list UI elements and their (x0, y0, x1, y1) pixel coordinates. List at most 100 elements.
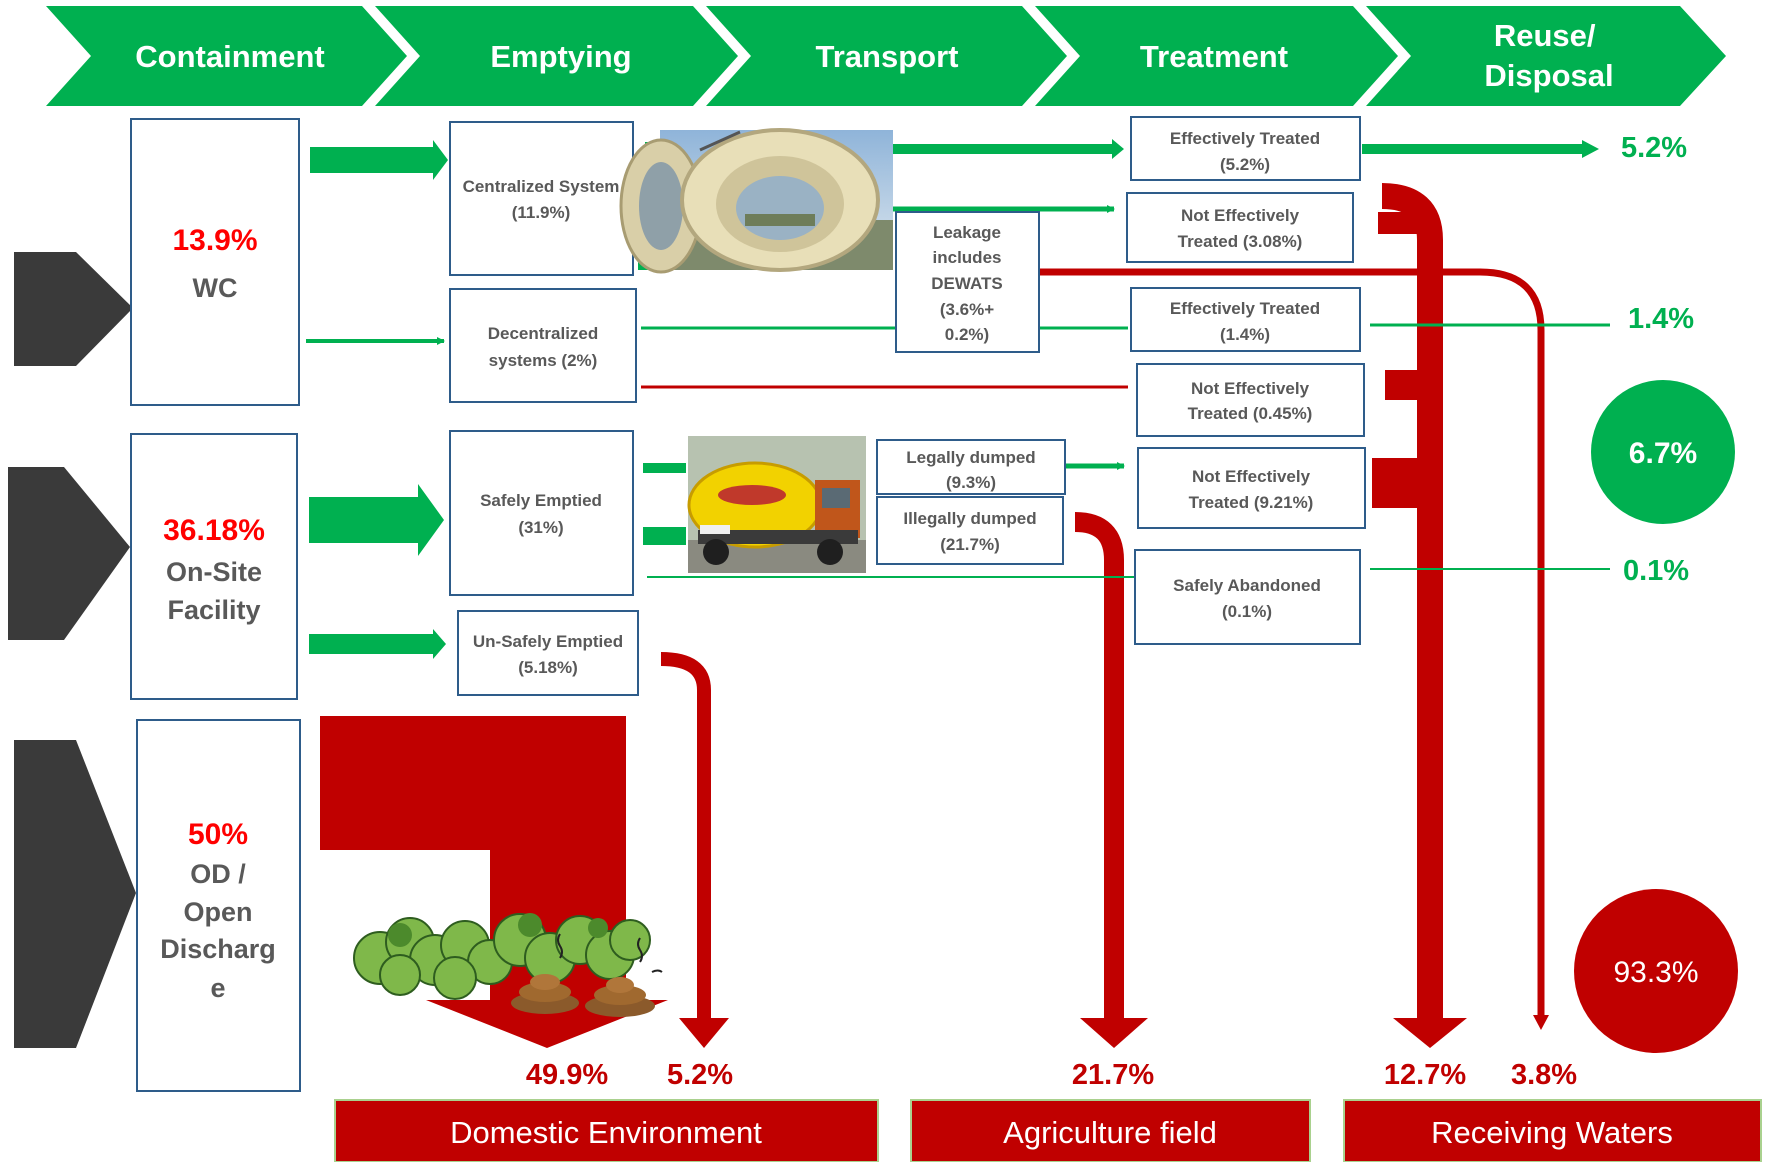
transport-leakage-box: Leakage includes DEWATS (3.6%+ 0.2%) (895, 211, 1040, 353)
leakage-label-line5: 0.2%) (945, 325, 989, 344)
wc-percentage: 13.9% (172, 224, 257, 257)
emptying-decentralized-box: Decentralized systems (2%) (449, 288, 637, 403)
outflow-domestic-1: 49.9% (526, 1059, 608, 1091)
treatment-overflow-flow (1381, 183, 1443, 1018)
stage-label-reuse: Reuse/ Disposal (1484, 18, 1613, 93)
unsafe-total-value: 93.3% (1613, 956, 1698, 989)
stage-label-emptying: Emptying (490, 39, 631, 74)
stage-chevron-transport (706, 6, 1067, 106)
outflow-agriculture: 21.7% (1072, 1059, 1154, 1091)
reuse-pct-2: 1.4% (1628, 303, 1694, 335)
leakage-label-line3: DEWATS (931, 274, 1002, 293)
od-label-line2: Open (183, 897, 252, 927)
wc-to-centralized-arrow (310, 140, 448, 180)
destination-domestic-label: Domestic Environment (450, 1115, 762, 1150)
treatment-eff-2-box: Effectively Treated (1.4%) (1130, 287, 1361, 352)
safely-emptied-label-line2: (31%) (518, 518, 563, 537)
emptying-unsafely-box: Un-Safely Emptied (5.18%) (457, 610, 639, 696)
abandoned-line1: Safely Abandoned (1173, 576, 1321, 595)
abandoned-line2: (0.1%) (1222, 602, 1272, 621)
unsafe-total-circle (1574, 889, 1738, 1053)
stage-chevron-emptying (375, 6, 738, 106)
overflow-tap-1 (1378, 212, 1420, 234)
stage-chevron-containment (46, 6, 407, 106)
unsafely-emptied-label-line1: Un-Safely Emptied (473, 632, 623, 651)
onsite-label-line2: Facility (167, 595, 260, 625)
not-eff-2-line2: Treated (0.45%) (1188, 404, 1313, 423)
treatment-abandoned-box: Safely Abandoned (0.1%) (1134, 549, 1361, 645)
stage-label-transport: Transport (816, 39, 959, 74)
eff-treated-2-line1: Effectively Treated (1170, 299, 1320, 318)
input-arrow-onsite (8, 467, 130, 640)
unsafe-emptied-arrowhead (679, 1018, 729, 1048)
emptying-centralized-box: Centralized System (11.9%) (449, 121, 634, 276)
unsafely-emptied-label-line2: (5.18%) (518, 658, 578, 677)
stage-chevron-treatment (1035, 6, 1398, 106)
containment-onsite-box: 36.18% On-Site Facility (130, 433, 298, 700)
illegal-dumping-arrowhead (1080, 1018, 1148, 1048)
od-label-line4: e (210, 973, 225, 1003)
centralized-label-line2: (11.9%) (512, 203, 571, 222)
od-percentage: 50% (188, 818, 248, 851)
reuse-pct-1: 5.2% (1621, 132, 1687, 164)
safe-to-truck-2 (643, 527, 686, 545)
treatment-not-eff-1-box: Not Effectively Treated (3.08%) (1126, 192, 1354, 263)
decentralized-label-line1: Decentralized (488, 324, 599, 343)
od-label-line3: Discharg (160, 934, 276, 964)
outflow-domestic-2: 5.2% (667, 1059, 733, 1091)
treatment-not-eff-2-box: Not Effectively Treated (0.45%) (1136, 363, 1365, 437)
destination-domestic: Domestic Environment (334, 1099, 879, 1162)
eff-treated-2-line2: (1.4%) (1220, 325, 1270, 344)
not-eff-3-line1: Not Effectively (1192, 467, 1311, 486)
not-eff-2-line1: Not Effectively (1191, 379, 1310, 398)
not-eff-1-line2: Treated (3.08%) (1178, 232, 1303, 251)
eff-treated-to-reuse-arrow (1362, 140, 1599, 158)
decentralized-label-line2: systems (2%) (489, 351, 598, 370)
centralized-label-line1: Centralized System (463, 177, 620, 196)
onsite-to-unsafe-arrow (309, 629, 446, 659)
eff-treated-1-line1: Effectively Treated (1170, 129, 1320, 148)
stage-header: Containment Emptying Transport Treatment… (46, 6, 1726, 106)
outflow-waters-2: 3.8% (1511, 1059, 1577, 1091)
concrete-pipe-image (619, 128, 893, 274)
destination-agriculture: Agriculture field (910, 1099, 1311, 1162)
safe-total-circle (1591, 380, 1735, 524)
leakage-arrowhead (1533, 1015, 1549, 1030)
outflow-waters-1: 12.7% (1384, 1059, 1466, 1091)
treatment-not-eff-3-box: Not Effectively Treated (9.21%) (1137, 447, 1366, 529)
safe-total-value: 6.7% (1629, 437, 1697, 470)
od-label-line1: OD / (190, 859, 246, 889)
safely-emptied-label-line1: Safely Emptied (480, 491, 602, 510)
destination-waters: Receiving Waters (1343, 1099, 1762, 1162)
reuse-pct-3: 0.1% (1623, 555, 1689, 587)
transport-illegal-box: Illegally dumped (21.7%) (876, 496, 1064, 565)
stage-label-containment: Containment (135, 39, 324, 74)
eff-treated-1-line2: (5.2%) (1220, 155, 1270, 174)
input-arrow-od (14, 740, 136, 1048)
legal-dump-label-line1: Legally dumped (906, 448, 1035, 467)
overflow-tap-2 (1385, 370, 1420, 400)
leakage-label-line1: Leakage (933, 223, 1001, 242)
stage-label-reuse-line2: Disposal (1484, 58, 1613, 93)
not-eff-1-line1: Not Effectively (1181, 206, 1300, 225)
legal-dump-label-line2: (9.3%) (946, 473, 996, 492)
stage-label-reuse-line1: Reuse/ (1494, 18, 1596, 53)
safe-to-truck-1 (643, 463, 686, 473)
illegal-dump-label-line2: (21.7%) (940, 535, 1000, 554)
unsafe-emptied-flow (660, 652, 711, 1018)
destination-waters-label: Receiving Waters (1431, 1115, 1673, 1150)
stage-label-treatment: Treatment (1140, 39, 1288, 74)
treatment-eff-1-box: Effectively Treated (5.2%) (1130, 116, 1361, 181)
feces-icon (511, 933, 663, 1017)
overflow-tap-3 (1372, 458, 1420, 508)
onsite-percentage: 36.18% (163, 514, 265, 547)
illegal-dumping-flow (1074, 512, 1124, 1018)
od-discharge-flow (320, 716, 668, 1048)
pipe-to-eff-treated-arrow (893, 139, 1124, 159)
stage-chevron-reuse (1366, 6, 1726, 106)
transport-legal-box: Legally dumped (9.3%) (876, 439, 1066, 495)
containment-wc-box: 13.9% WC (130, 118, 300, 406)
destination-agriculture-label: Agriculture field (1003, 1115, 1217, 1150)
onsite-label-line1: On-Site (166, 557, 262, 587)
